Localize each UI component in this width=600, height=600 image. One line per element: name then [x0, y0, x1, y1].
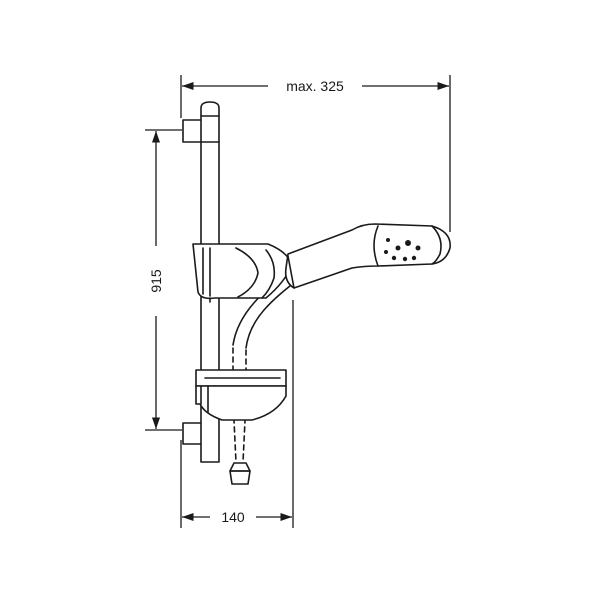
slider-holder — [192, 243, 293, 306]
dimension-label-projection: 140 — [221, 509, 245, 525]
dimension-140: 140 — [180, 300, 294, 528]
soap-dish — [195, 369, 287, 421]
wall-bracket-top — [182, 119, 203, 143]
hand-shower — [284, 223, 451, 289]
wall-bracket-bottom — [182, 422, 203, 445]
dimension-label-height: 915 — [148, 269, 164, 293]
dimension-915: 915 — [145, 129, 182, 431]
dimension-max-325: max. 325 — [180, 75, 451, 232]
spray-nozzles — [384, 238, 421, 262]
dimension-label-max-width: max. 325 — [286, 78, 344, 94]
hose-connector-nut — [229, 462, 251, 485]
